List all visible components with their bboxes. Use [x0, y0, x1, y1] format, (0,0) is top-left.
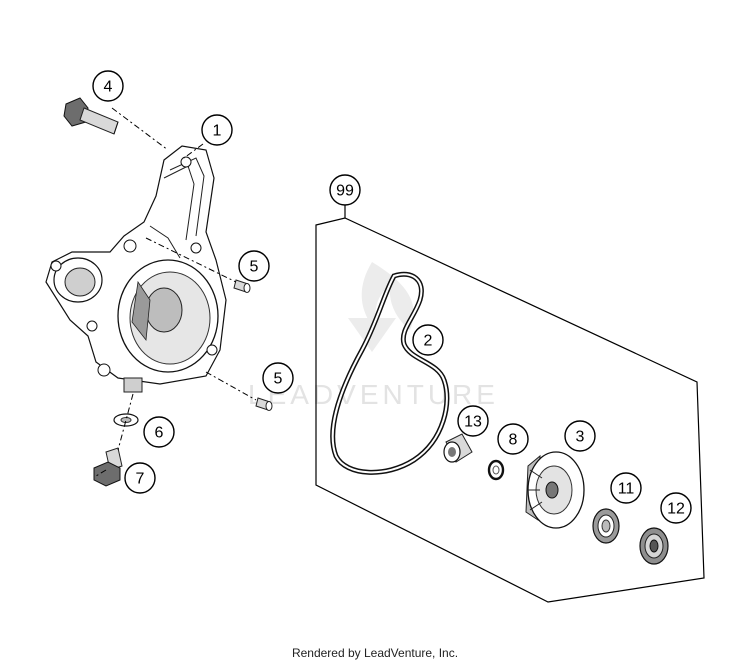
render-credit: Rendered by LeadVenture, Inc. [291, 646, 459, 660]
bushing-part-13 [443, 433, 473, 463]
callout-13-label: 13 [464, 414, 482, 431]
callout-99-label: 99 [336, 183, 354, 200]
callout-11-label: 11 [618, 481, 635, 498]
callout-12-label: 12 [667, 501, 685, 518]
callout-1: 1 [201, 114, 233, 146]
callout-2: 2 [412, 324, 444, 356]
bearing-part-12 [639, 527, 669, 565]
callout-1-label: 1 [213, 123, 222, 140]
bolt-part-4 [63, 97, 119, 135]
callout-3: 3 [564, 420, 596, 452]
callout-2-label: 2 [424, 333, 433, 350]
callout-13: 13 [457, 405, 489, 437]
o-ring-part-8 [487, 459, 505, 481]
leader-lines [95, 107, 257, 477]
callout-6-label: 6 [155, 425, 164, 442]
callout-6: 6 [143, 416, 175, 448]
washer-part-6 [113, 413, 139, 427]
callout-11: 11 [610, 472, 642, 504]
dowel-pin-part-5-upper [233, 279, 251, 293]
callout-5-upper: 5 [238, 250, 270, 282]
impeller-part-3 [525, 451, 585, 529]
callout-5-upper-label: 5 [250, 259, 259, 276]
callout-5-lower: 5 [262, 362, 294, 394]
callout-4: 4 [92, 70, 124, 102]
callout-5-lower-label: 5 [274, 371, 283, 388]
shaft-seal-part-11 [592, 508, 620, 544]
drive-belt-part-2 [330, 271, 450, 475]
callout-8: 8 [497, 423, 529, 455]
callout-7: 7 [124, 462, 156, 494]
callout-3-label: 3 [576, 429, 585, 446]
callout-12: 12 [660, 492, 692, 524]
callout-7-label: 7 [136, 471, 145, 488]
callout-8-label: 8 [509, 432, 518, 449]
water-pump-housing-part-1 [45, 145, 227, 393]
screw-part-7 [93, 447, 123, 487]
callout-4-label: 4 [104, 79, 113, 96]
callout-99: 99 [329, 174, 361, 206]
dowel-pin-part-5-lower [255, 397, 273, 411]
